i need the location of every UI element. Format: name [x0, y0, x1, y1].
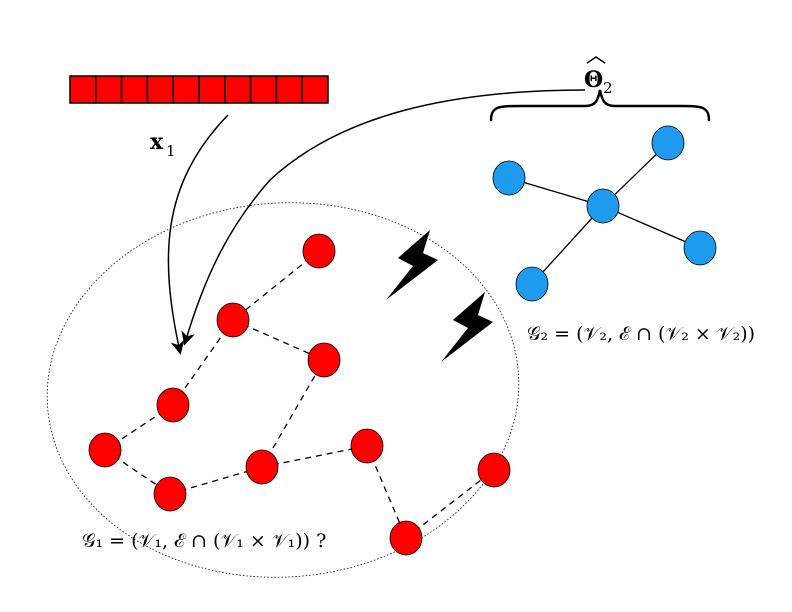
theta2-label: Θ: [584, 67, 603, 93]
graph2-edge: [602, 205, 701, 249]
graph1-node: [153, 476, 187, 512]
graph2-node: [683, 230, 717, 266]
graph1-label: 𝒢₁ = (𝒱₁, ℰ ∩ (𝒱₁ × 𝒱₁)) ?: [82, 530, 326, 552]
graph1-edge: [261, 359, 325, 468]
graph2-node: [586, 188, 620, 224]
arrow-theta2-to-graph: [181, 89, 586, 346]
lightning-icon: [386, 230, 438, 300]
vector-x1-label-subscript: 1: [166, 142, 176, 160]
graph2-label: 𝒢₂ = (𝒱₂, ℰ ∩ (𝒱₂ × 𝒱₂)): [527, 323, 755, 345]
theta2-brace: [489, 89, 711, 122]
graph1-node: [307, 342, 341, 378]
vector-x1: [69, 75, 329, 104]
vector-cell: [69, 75, 97, 104]
lightning-icon: [441, 292, 493, 362]
vector-cell: [301, 75, 329, 104]
graph1-node: [216, 302, 250, 338]
graph1-node: [389, 520, 423, 556]
graph1-node: [156, 387, 190, 423]
graph1-edge: [261, 445, 368, 468]
vector-cell: [224, 75, 252, 104]
vector-cell: [198, 75, 226, 104]
graph2-node: [515, 266, 549, 302]
graph1-edge: [405, 469, 495, 539]
vector-cell: [249, 75, 278, 104]
arrow-x1-to-graph: [167, 114, 229, 355]
graph1-node: [88, 432, 122, 468]
theta2-label-subscript: 2: [603, 79, 613, 97]
vector-x1-label: x: [150, 129, 164, 155]
vector-cell: [275, 75, 303, 104]
vector-cell: [120, 75, 149, 104]
graph1-edge: [232, 250, 320, 321]
vector-cell: [172, 75, 200, 104]
vector-cell: [95, 75, 123, 104]
graph2-node: [651, 125, 685, 161]
graph1-node: [350, 428, 384, 464]
graph1-node: [477, 452, 511, 488]
graph2-edge: [531, 205, 604, 285]
graph1-region: [46, 202, 520, 578]
graph2-nodes: [492, 125, 717, 302]
theta2-hat: [586, 56, 606, 64]
graph1-node: [302, 233, 336, 269]
graph1-node: [245, 449, 279, 485]
vector-cell: [146, 75, 174, 104]
graph2-node: [492, 160, 526, 196]
graph1-nodes: [88, 233, 511, 556]
